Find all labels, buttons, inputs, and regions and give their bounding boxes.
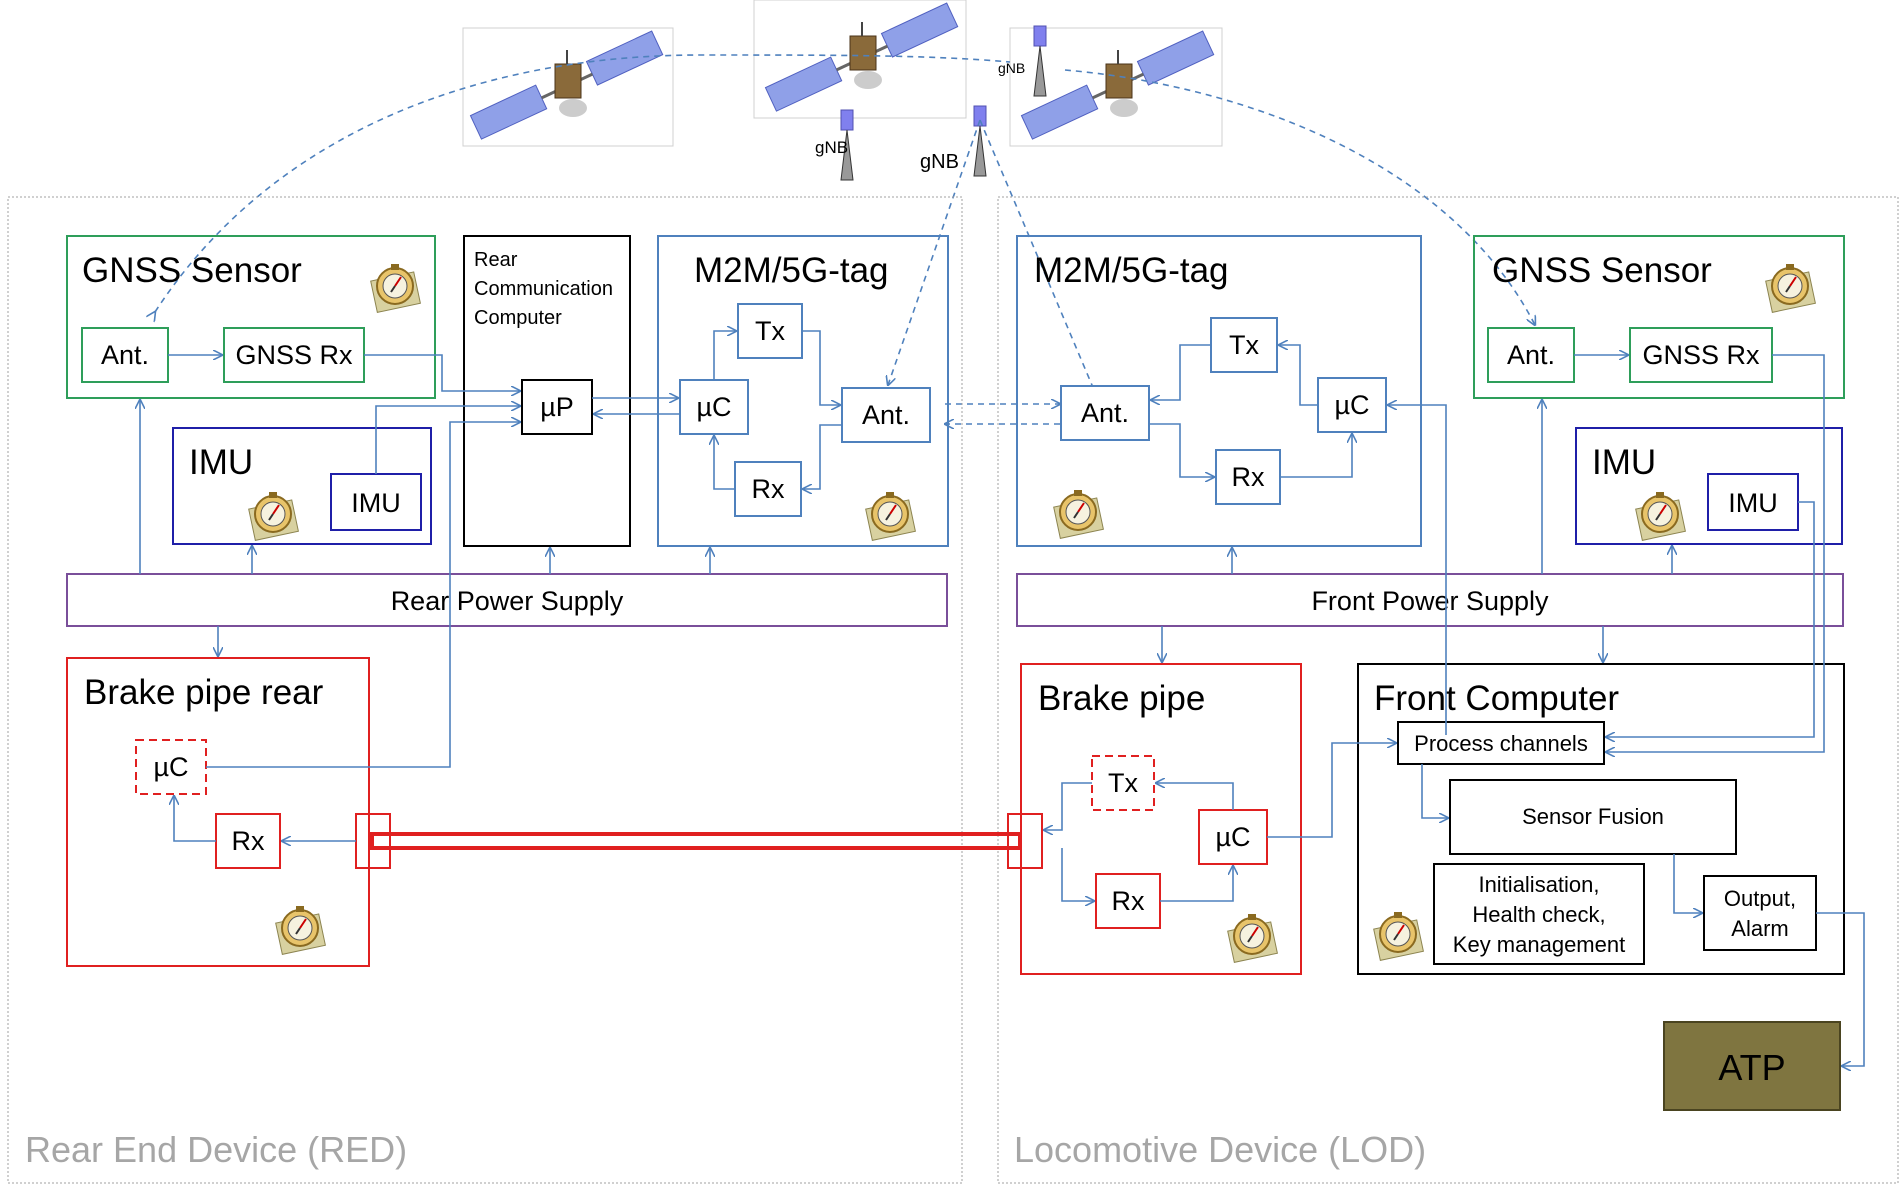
rear-m2m-antenna-label: Ant.	[862, 400, 910, 430]
gnb-tower-icon	[973, 105, 987, 177]
rear-comm-line1: Rear	[474, 249, 518, 271]
rear-end-device-section	[7, 196, 963, 1184]
gnb-label: gNB	[920, 151, 959, 173]
front-m2m-tx-label: Tx	[1229, 330, 1259, 360]
rear-comm-line3: Computer	[474, 307, 562, 329]
compass-clock-icon	[1634, 491, 1687, 542]
rear-m2m-rx-label: Rx	[752, 474, 785, 504]
rear-brake-uc-label: µC	[153, 752, 188, 782]
output-alarm-line1: Output,	[1724, 886, 1796, 911]
front-brake-coupler	[1007, 813, 1043, 869]
front-brake-tx	[1091, 755, 1155, 811]
front-brake-title: Brake pipe	[1038, 679, 1205, 718]
rear-imu-box	[172, 427, 432, 545]
locomotive-device-section	[997, 196, 1899, 1184]
output-alarm-box	[1703, 875, 1817, 951]
front-m2m-antenna	[1060, 385, 1150, 441]
rear-imu-unit	[330, 473, 422, 531]
compass-clock-icon	[1372, 911, 1425, 962]
front-gnss-antenna-label: Ant.	[1507, 340, 1555, 370]
rear-brake-microcontroller	[135, 739, 207, 795]
front-gnss-receiver-label: GNSS Rx	[1642, 340, 1760, 370]
rear-m2m-title: M2M/5G-tag	[694, 251, 889, 290]
front-m2m-title: M2M/5G-tag	[1034, 251, 1229, 290]
sensor-fusion-box	[1449, 779, 1737, 855]
compass-clock-icon	[1764, 263, 1817, 314]
compass-clock-icon	[274, 905, 327, 956]
rear-section-label: Rear End Device (RED)	[25, 1129, 407, 1170]
front-brake-rx-label: Rx	[1112, 886, 1145, 916]
front-brake-uc-label: µC	[1215, 822, 1250, 852]
front-imu-title: IMU	[1592, 443, 1656, 482]
front-brake-tx-label: Tx	[1108, 768, 1138, 798]
rear-gnss-title: GNSS Sensor	[82, 251, 302, 290]
front-brake-microcontroller	[1198, 809, 1268, 865]
front-gnss-antenna	[1487, 327, 1575, 383]
rear-microprocessor	[521, 379, 593, 435]
connection-lines	[140, 331, 1865, 1066]
atp-box	[1663, 1021, 1841, 1111]
rear-power-supply	[66, 573, 948, 627]
rear-brake-rx-label: Rx	[232, 826, 265, 856]
gnb-label: gNB	[998, 60, 1025, 76]
front-m2m-antenna-label: Ant.	[1081, 398, 1129, 428]
rear-imu-title: IMU	[189, 443, 253, 482]
front-m2m-tag-box	[1016, 235, 1422, 547]
front-brake-rx	[1095, 873, 1161, 929]
rear-m2m-rx	[734, 461, 802, 517]
front-m2m-microcontroller	[1317, 377, 1387, 433]
rear-m2m-uc-label: µC	[696, 392, 731, 422]
rear-imu-unit-label: IMU	[351, 488, 401, 518]
wireless-links	[155, 54, 1535, 424]
front-imu-unit-label: IMU	[1728, 488, 1778, 518]
compass-clock-icon	[369, 263, 422, 314]
gnb-label: gNB	[815, 138, 848, 157]
rear-comm-line2: Communication	[474, 278, 613, 300]
front-section-label: Locomotive Device (LOD)	[1014, 1129, 1426, 1170]
initialisation-line1: Initialisation,	[1478, 872, 1599, 897]
rear-microprocessor-label: µP	[540, 392, 574, 422]
front-m2m-rx	[1215, 449, 1281, 505]
rear-power-label: Rear Power Supply	[391, 586, 624, 616]
compass-clock-icon	[247, 491, 300, 542]
rear-gnss-antenna-label: Ant.	[101, 340, 149, 370]
front-imu-box	[1575, 427, 1843, 545]
rear-m2m-antenna	[841, 387, 931, 443]
rear-brake-pipe-box	[66, 657, 370, 967]
rear-brake-rx	[215, 813, 281, 869]
front-gnss-receiver	[1629, 327, 1773, 383]
front-computer-box	[1357, 663, 1845, 975]
initialisation-line3: Key management	[1453, 932, 1625, 957]
rear-brake-title: Brake pipe rear	[84, 673, 324, 712]
front-computer-title: Front Computer	[1374, 679, 1619, 718]
atp-label: ATP	[1718, 1047, 1785, 1088]
rear-m2m-microcontroller	[679, 379, 749, 435]
initialisation-box	[1433, 863, 1645, 965]
rear-m2m-tx-label: Tx	[755, 316, 785, 346]
front-gnss-title: GNSS Sensor	[1492, 251, 1712, 290]
front-m2m-rx-label: Rx	[1232, 462, 1265, 492]
process-channels-label: Process channels	[1414, 731, 1588, 756]
brake-pipe-line	[370, 832, 1022, 850]
compass-clock-icon	[1052, 489, 1105, 540]
compass-clock-icon	[864, 491, 917, 542]
process-channels-box	[1397, 721, 1605, 765]
front-imu-unit	[1707, 473, 1799, 531]
output-alarm-line2: Alarm	[1731, 916, 1788, 941]
rear-m2m-tag-box	[657, 235, 949, 547]
rear-gnss-receiver	[223, 327, 365, 383]
front-power-label: Front Power Supply	[1311, 586, 1549, 616]
rear-gnss-sensor-box	[66, 235, 436, 399]
front-gnss-sensor-box	[1473, 235, 1845, 399]
sensor-fusion-label: Sensor Fusion	[1522, 804, 1664, 829]
front-power-supply	[1016, 573, 1844, 627]
front-brake-pipe-box	[1020, 663, 1302, 975]
compass-clock-icon	[1226, 913, 1279, 964]
initialisation-line2: Health check,	[1472, 902, 1605, 927]
rear-gnss-receiver-label: GNSS Rx	[235, 340, 353, 370]
front-m2m-uc-label: µC	[1334, 390, 1369, 420]
